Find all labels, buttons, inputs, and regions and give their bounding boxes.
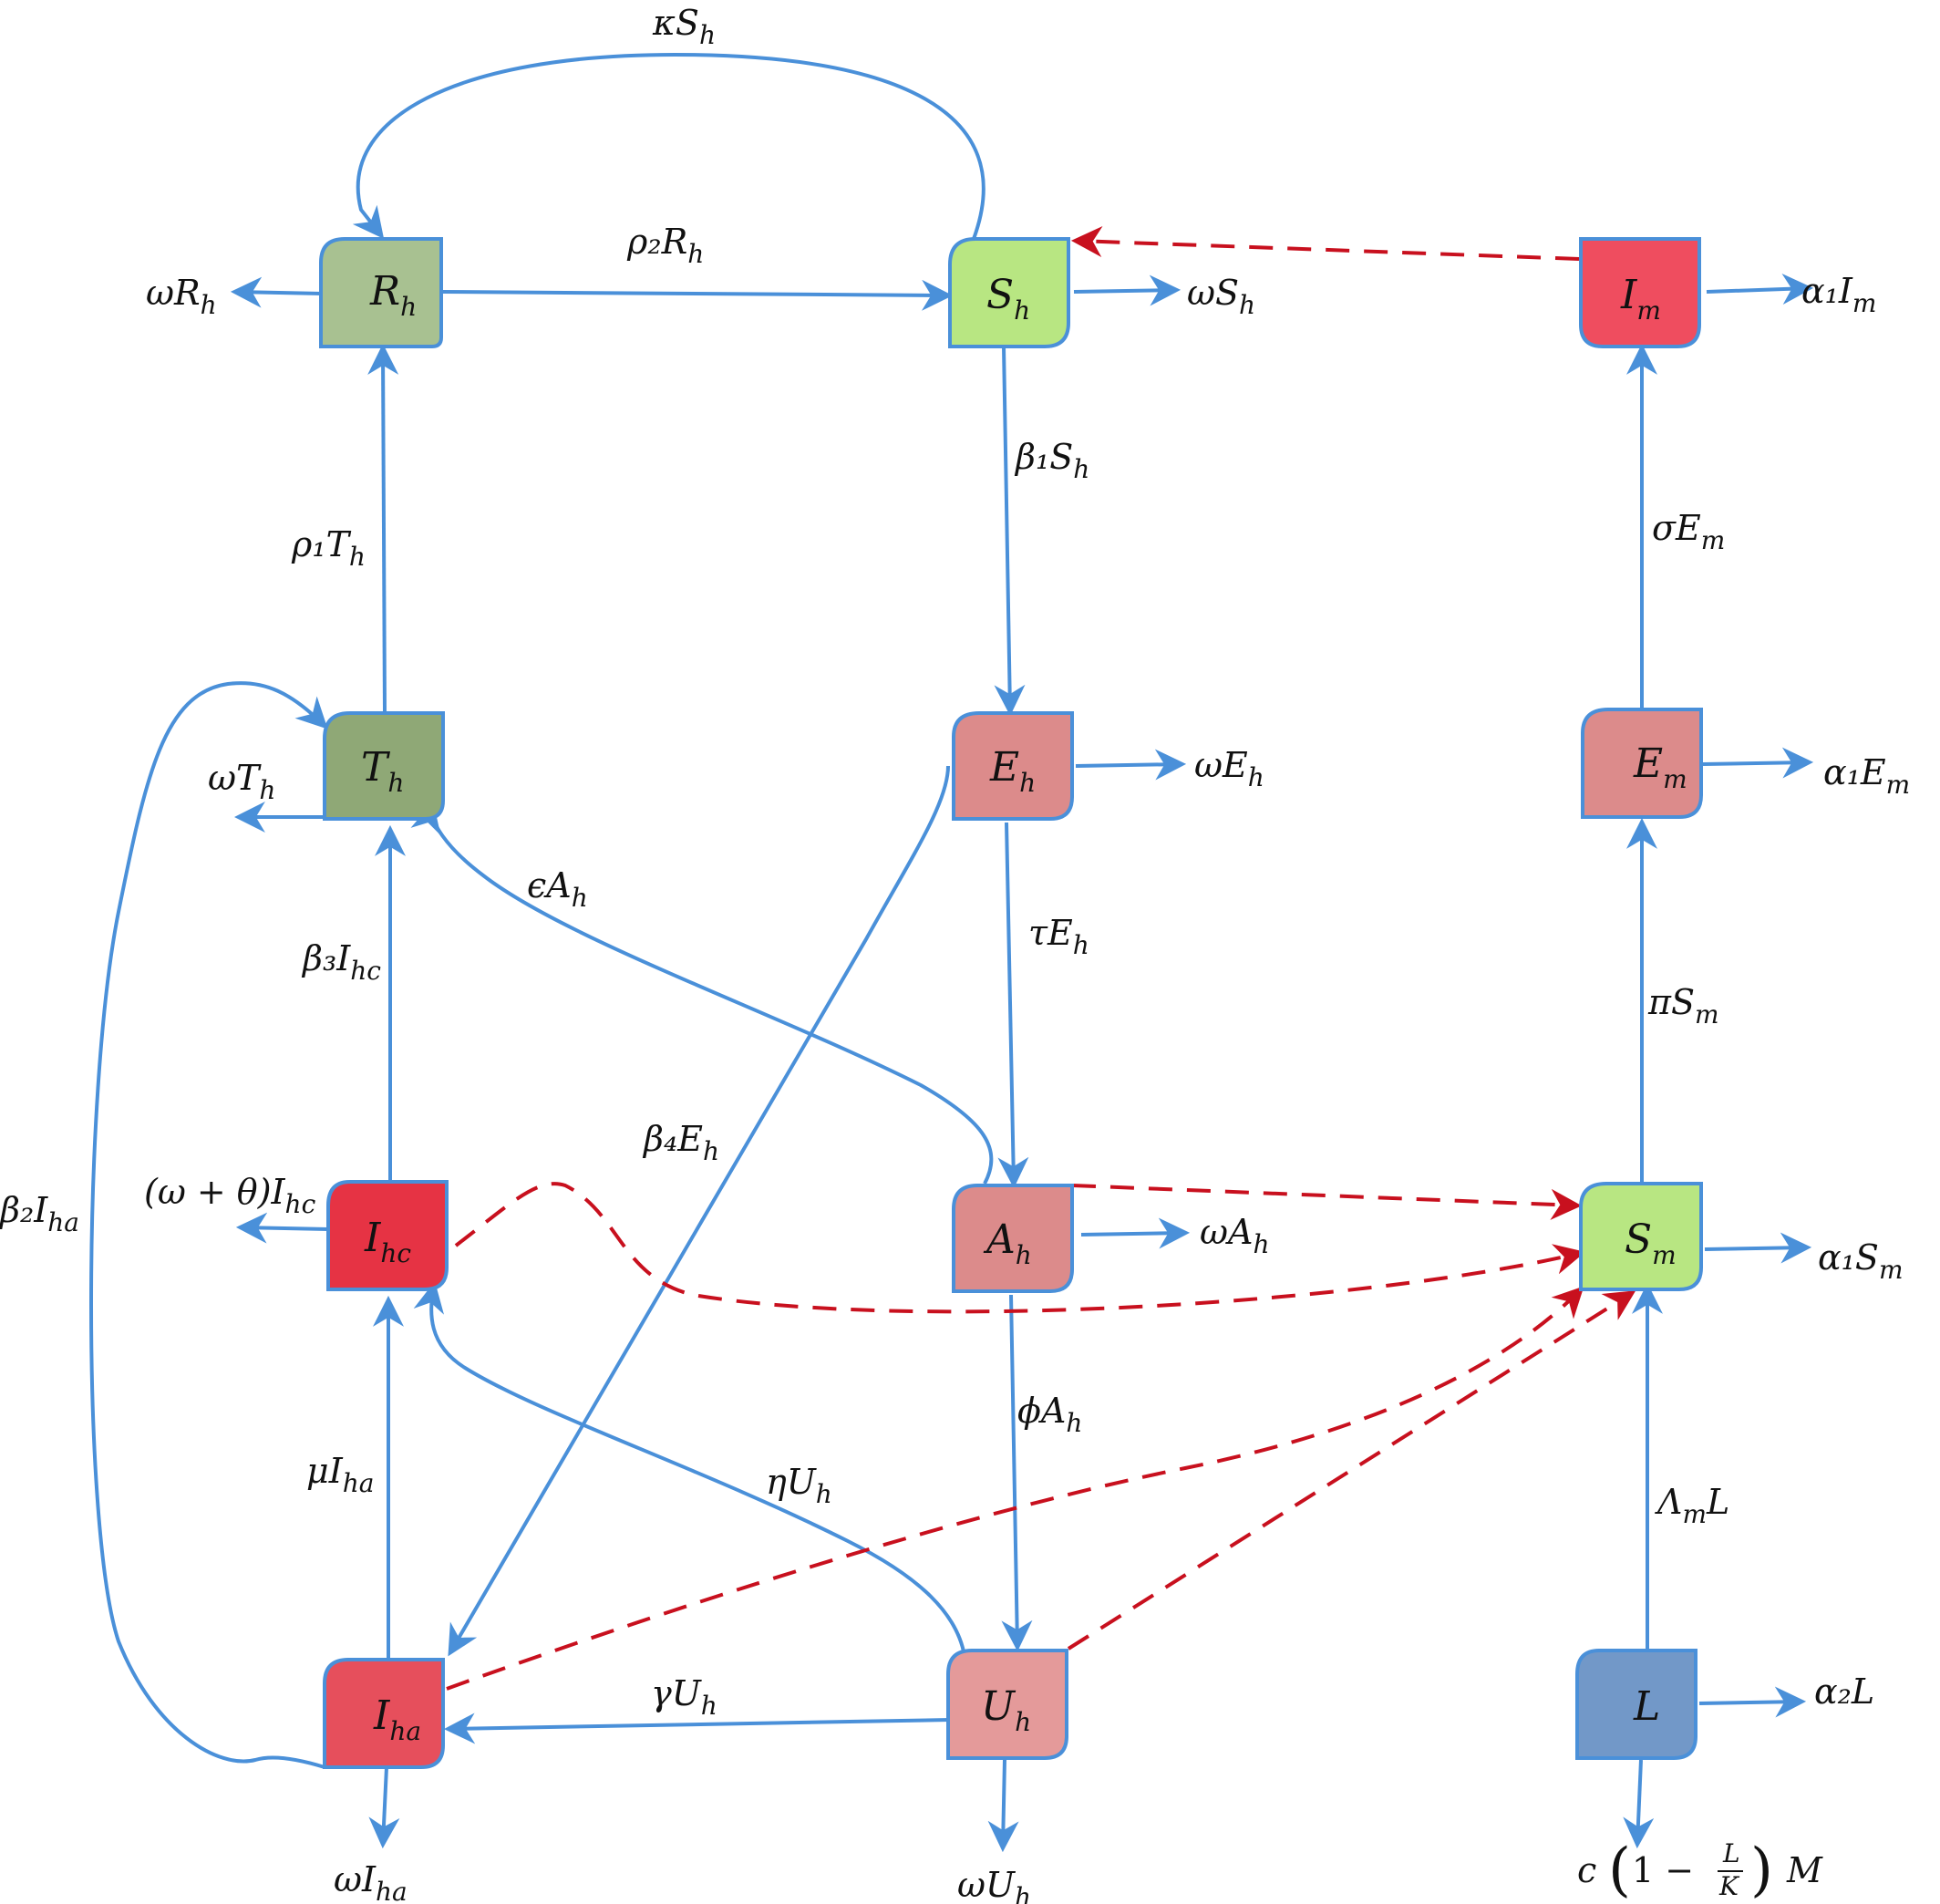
flow-Eh-to-Ah — [997, 822, 1029, 1189]
flow-Sm-out — [1704, 1232, 1812, 1264]
label-alpha2-L: α₂L — [1814, 1671, 1874, 1712]
svg-text:Im: Im — [1620, 272, 1661, 326]
label-eta-Uh: ηUh — [766, 1462, 832, 1509]
node-Th[interactable]: Th — [323, 711, 445, 821]
node-Im[interactable]: Im — [1579, 237, 1701, 348]
node-Sh[interactable]: Sh — [948, 237, 1070, 348]
compartments: Rh Sh Im Th Eh Em Ihc Ah — [319, 237, 1703, 1769]
infection-Ah-to-Sm — [1071, 1184, 1583, 1220]
flow-L-down — [1623, 1759, 1655, 1849]
label-logistic: c ( 1 − L K ) M — [1577, 1837, 1823, 1904]
blue-flows — [89, 52, 1814, 1853]
label-omega-Rh: ωRh — [146, 273, 217, 320]
svg-text:Sm: Sm — [1625, 1216, 1677, 1270]
svg-text:Ah: Ah — [983, 1216, 1032, 1270]
svg-text:): ) — [1750, 1837, 1773, 1904]
svg-text:Uh: Uh — [981, 1683, 1031, 1737]
svg-text:Iha: Iha — [373, 1692, 421, 1746]
node-Ah[interactable]: Ah — [952, 1184, 1074, 1293]
flow-Iha-out — [368, 1766, 400, 1849]
flow-Eh-to-Iha — [448, 765, 950, 1657]
label-beta4-Eh: β₄Eh — [642, 1119, 719, 1166]
flow-Ah-out — [1080, 1217, 1191, 1249]
svg-text:(: ( — [1608, 1837, 1631, 1904]
svg-text:Ihc: Ihc — [364, 1215, 411, 1268]
svg-text:Eh: Eh — [989, 744, 1036, 798]
label-alpha1-Im: α₁Im — [1801, 271, 1876, 318]
label-kappa-Sh: κSh — [652, 3, 716, 50]
flow-kappa-Sh — [352, 52, 985, 240]
label-pi-Sm: πSm — [1647, 982, 1719, 1030]
label-omega-Eh: ωEh — [1194, 745, 1264, 792]
svg-text:M: M — [1786, 1850, 1823, 1890]
flow-L-out — [1698, 1686, 1807, 1718]
flow-Ihc-out — [235, 1212, 329, 1244]
infection-Uh-to-Sm — [1067, 1290, 1636, 1650]
flow-Ah-to-Th — [410, 802, 994, 1185]
flow-Uh-to-Iha — [443, 1713, 951, 1744]
label-rho2-Rh: ρ₂Rh — [626, 222, 704, 269]
label-omega-Ah: ωAh — [1200, 1212, 1269, 1259]
svg-text:1 −: 1 − — [1632, 1850, 1694, 1890]
label-sigma-Em: σEm — [1652, 508, 1725, 555]
svg-text:c: c — [1577, 1850, 1596, 1890]
svg-text:L: L — [1633, 1683, 1660, 1730]
flow-Sh-to-Eh — [994, 346, 1026, 717]
flow-Ah-to-Uh — [1001, 1294, 1033, 1652]
node-Eh[interactable]: Eh — [952, 711, 1074, 821]
label-tau-Eh: τEh — [1028, 913, 1089, 960]
flow-Th-to-Rh — [367, 343, 399, 714]
label-beta1-Sh: β₁Sh — [1014, 437, 1089, 484]
flow-Im-out — [1706, 274, 1814, 305]
flow-Sh-out — [1073, 274, 1182, 306]
label-rho1-Th: ρ₁Th — [291, 524, 366, 572]
svg-text:K: K — [1718, 1871, 1740, 1901]
node-L[interactable]: L — [1575, 1649, 1698, 1760]
svg-text:Em: Em — [1633, 740, 1687, 794]
node-Ihc[interactable]: Ihc — [326, 1180, 449, 1291]
node-Sm[interactable]: Sm — [1579, 1182, 1703, 1291]
infection-Iha-to-Sm — [446, 1286, 1584, 1691]
infection-flows — [446, 226, 1636, 1691]
node-Rh[interactable]: Rh — [319, 237, 443, 348]
svg-text:Sh: Sh — [986, 272, 1030, 326]
node-Iha[interactable]: Iha — [323, 1658, 445, 1769]
svg-text:Th: Th — [361, 744, 404, 798]
label-omega-theta-Ihc: (ω + θ)Ihc — [144, 1172, 316, 1219]
flow-Uh-out — [987, 1759, 1019, 1853]
flow-Rh-out — [230, 276, 324, 308]
label-Lambda-m-L: ΛmL — [1655, 1482, 1729, 1529]
label-phi-Ah: ϕAh — [1017, 1391, 1082, 1438]
label-omega-Iha: ωIha — [334, 1859, 408, 1904]
svg-text:Rh: Rh — [369, 268, 417, 322]
flow-Rh-to-Sh — [442, 279, 954, 311]
node-Em[interactable]: Em — [1581, 708, 1703, 819]
label-omega-Sh: ωSh — [1187, 273, 1255, 320]
svg-text:L: L — [1722, 1838, 1740, 1868]
flow-Eh-out — [1075, 749, 1187, 781]
flow-Iha-to-Th — [89, 681, 328, 1769]
node-Uh[interactable]: Uh — [946, 1649, 1068, 1760]
label-beta2-Iha: β₂Iha — [0, 1190, 79, 1237]
label-omega-Uh: ωUh — [957, 1865, 1031, 1904]
flow-Uh-to-Ihc — [413, 1280, 966, 1657]
flow-Em-out — [1702, 747, 1814, 779]
infection-Im-to-Sh — [1070, 226, 1580, 261]
label-gamma-Uh: γUh — [651, 1673, 717, 1721]
label-beta3-Ihc: β₃Ihc — [301, 938, 381, 986]
flow-labels: κSh ρ₂Rh ωRh ωSh α₁Im β₁Sh ρ₁Th σEm ωTh … — [0, 3, 1910, 1904]
label-eps-Ah: ϵAh — [527, 865, 588, 913]
label-mu-Iha: μIha — [306, 1451, 374, 1498]
label-alpha1-Em: α₁Em — [1823, 752, 1910, 800]
infection-Ihc-to-Sm — [454, 1182, 1585, 1314]
label-omega-Th: ωTh — [208, 758, 275, 805]
label-alpha1-Sm: α₁Sm — [1818, 1237, 1904, 1285]
